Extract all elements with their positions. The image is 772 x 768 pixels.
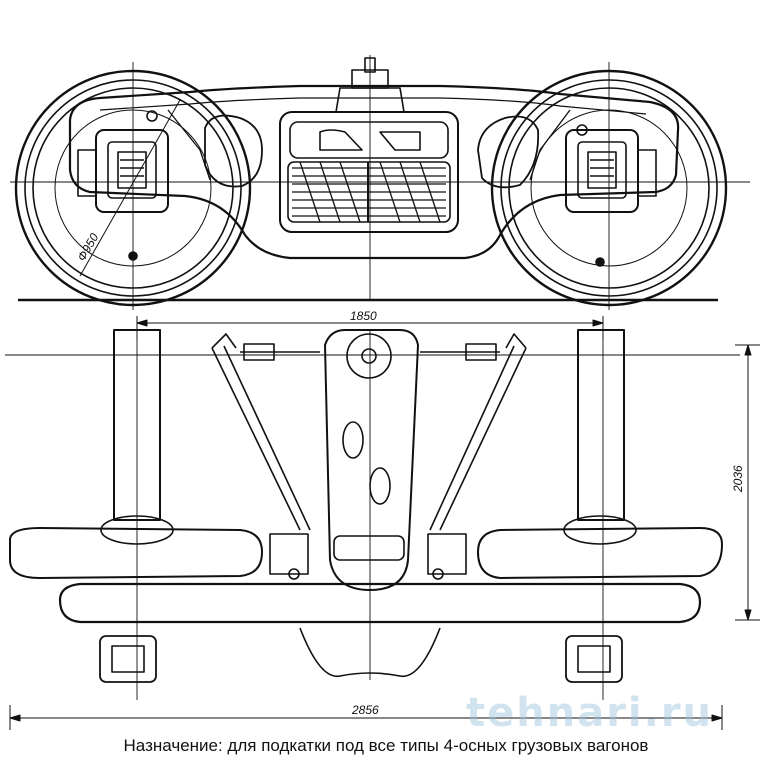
side-view xyxy=(10,55,750,310)
right-axle xyxy=(577,329,625,521)
side-frame-plan xyxy=(58,582,702,624)
height-dimension-label: 2036 xyxy=(731,465,745,493)
frame-window-right xyxy=(477,115,540,189)
caption: Назначение: для подкатки под все типы 4-… xyxy=(123,736,649,755)
right-wheel-plan xyxy=(477,527,723,579)
base-dimension-label: 1850 xyxy=(350,309,377,323)
plan-view xyxy=(5,316,760,730)
wheel-diameter-label: Ф950 xyxy=(74,231,101,264)
frame-window-left xyxy=(204,114,263,188)
right-axle-box xyxy=(565,129,657,213)
width-dimension-label: 2856 xyxy=(351,703,379,717)
watermark: tehnari.ru xyxy=(466,690,714,736)
bolster-plan xyxy=(324,329,419,591)
right-axle-box-plan xyxy=(565,635,623,683)
side-frame xyxy=(68,84,680,260)
left-wheel-plan xyxy=(9,527,263,579)
left-axle-box xyxy=(77,129,169,213)
left-axle-box-plan xyxy=(99,635,157,683)
